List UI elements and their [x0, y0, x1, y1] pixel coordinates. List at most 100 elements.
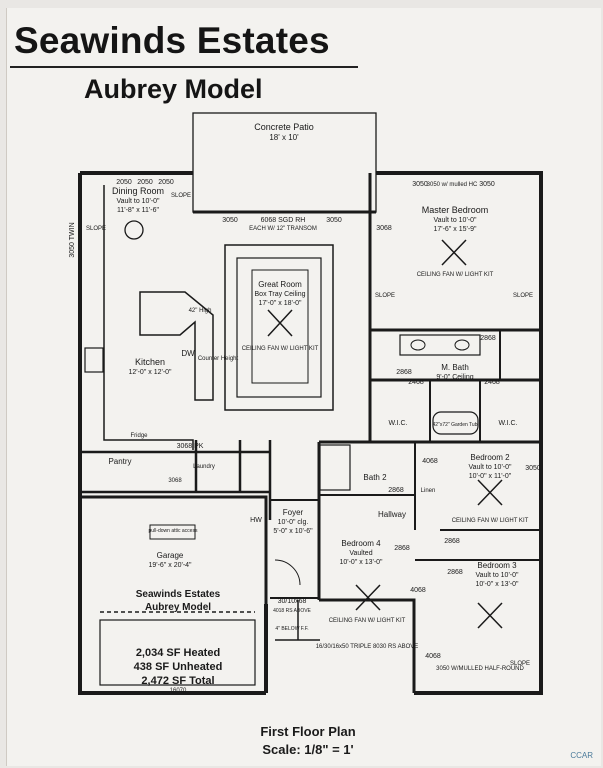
- note-2668: 2868: [388, 487, 404, 494]
- fan-icon-master: [441, 239, 467, 266]
- kitchen-label: Kitchen: [135, 357, 165, 367]
- bath-partitions: [429, 330, 501, 442]
- bed3-label: Bedroom 3: [477, 561, 517, 570]
- plan-scale: Scale: 1/8" = 1': [262, 742, 354, 757]
- model-stamp-line1: Seawinds Estates: [136, 589, 221, 600]
- page-subtitle: Aubrey Model: [84, 74, 263, 104]
- note-counter-height: Counter Height: [198, 356, 239, 362]
- note-3050-c: 3050: [525, 465, 541, 472]
- note-16070: 16070: [170, 688, 187, 694]
- note-transom: EACH W/ 12" TRANSOM: [249, 226, 317, 232]
- master-window-left: 3050: [412, 181, 428, 188]
- patio-dims: 18' x 10': [269, 133, 299, 142]
- model-stamp-line2: Aubrey Model: [145, 602, 211, 613]
- water-heater-label: HW: [250, 517, 262, 524]
- master-fan-note: CEILING FAN W/ LIGHT KIT: [417, 272, 494, 278]
- dining-label: Dining Room: [112, 186, 164, 196]
- bed3-dims: 10'-0" x 13'-0": [475, 581, 519, 588]
- sf-total: 2,472 SF Total: [141, 675, 214, 687]
- porch: [275, 600, 320, 641]
- fridge-label: Fridge: [130, 433, 148, 439]
- stove-icon: [84, 347, 104, 373]
- note-2050-c: 2050: [158, 179, 174, 186]
- counter-line: [103, 185, 194, 450]
- sink-left: [410, 339, 426, 351]
- note-rs-above: 4018 RS ABOVE: [273, 608, 311, 614]
- kitchen-dims: 12'-0" x 12'-0": [128, 369, 172, 376]
- note-42-high: 42" High: [189, 308, 212, 314]
- sf-heated: 2,034 SF Heated: [136, 647, 220, 659]
- foyer-ceiling: 10'-0" clg.: [278, 519, 309, 526]
- master-window-right: 3050: [479, 181, 495, 188]
- great-room-label: Great Room: [258, 280, 302, 289]
- plan-caption: First Floor Plan: [260, 724, 356, 739]
- mbath-label: M. Bath: [441, 363, 469, 372]
- mbath-ceiling: 9'-0" Ceiling: [436, 374, 473, 381]
- dining-dims: 11'-8" x 11'-6": [117, 207, 160, 214]
- great-fan-note: CEILING FAN W/ LIGHT KIT: [242, 346, 319, 352]
- bed2-dims: 10'-0" x 11'-0": [469, 473, 512, 480]
- dishwasher-label: DW: [181, 349, 195, 358]
- note-2468-a: 2468: [408, 379, 424, 386]
- note-3068-pk: 3068 PK: [177, 443, 204, 450]
- wic-left: W.I.C.: [388, 420, 407, 427]
- note-2868-b: 2868: [396, 369, 412, 376]
- bed4-fan-note: CEILING FAN W/ LIGHT KIT: [329, 618, 406, 624]
- fan-icon-bed4: [355, 584, 381, 611]
- note-sgd: 6068 SGD RH: [261, 217, 306, 224]
- bed4-vaulted: Vaulted: [349, 550, 372, 557]
- great-room-tray: Box Tray Ceiling: [255, 291, 306, 298]
- great-room-dims: 17'-0" x 18'-0": [258, 300, 302, 307]
- bath2-tub: [319, 444, 351, 491]
- tray-ceiling-core: [251, 269, 309, 384]
- note-2050-a: 2050: [116, 179, 132, 186]
- watermark: CCAR: [570, 751, 593, 760]
- note-4068-c: 4068: [425, 653, 441, 660]
- exterior-walls: [78, 171, 543, 695]
- area-summary-box: [99, 619, 256, 686]
- note-3068-b: 3068: [168, 478, 182, 484]
- master-dims: 17'-6" x 15'-9": [433, 226, 477, 233]
- chandelier-icon: [124, 220, 144, 240]
- sf-unheated: 438 SF Unheated: [134, 661, 223, 673]
- title-underline: [10, 66, 358, 68]
- note-3050-twin: 3050 TWIN: [69, 222, 76, 257]
- bedroom-walls: [414, 442, 540, 561]
- note-30-10x68: 30/10x68: [278, 598, 307, 605]
- bath2-label: Bath 2: [363, 473, 387, 482]
- wic-right: W.I.C.: [498, 420, 517, 427]
- note-below-ff: 4" BELOW F.F.: [275, 626, 308, 632]
- garage-dims: 19'-6" x 20'-4": [148, 562, 192, 569]
- foyer-dims: 5'-0" x 10'-6": [273, 528, 313, 535]
- attic-access-box: [149, 524, 196, 540]
- note-mulled-window: 3050 W/MULLED HALF-ROUND: [436, 666, 524, 672]
- hallway-label: Hallway: [378, 510, 406, 519]
- laundry-label: Laundry: [193, 464, 215, 470]
- dining-vault: Vault to 10'-0": [117, 198, 161, 205]
- fan-icon-great: [267, 309, 293, 337]
- tray-ceiling-inner: [236, 257, 322, 398]
- note-3050-b: 3050: [326, 217, 342, 224]
- note-triple-window: 16/30/16x50 TRIPLE 8030 RS ABOVE: [316, 644, 419, 650]
- slope-note-3: SLOPE: [375, 293, 395, 299]
- slope-note-2: SLOPE: [86, 226, 106, 232]
- master-window-mid: 3050 w/ mulled HC: [427, 182, 478, 188]
- linen-label: Linen: [421, 488, 436, 494]
- note-2868-a: 2868: [480, 335, 496, 342]
- bed4-label: Bedroom 4: [341, 539, 381, 548]
- note-4068-a: 4068: [422, 458, 438, 465]
- slope-note-4: SLOPE: [513, 293, 533, 299]
- pantry-label: Pantry: [108, 457, 131, 466]
- bed2-vault: Vault to 10'-0": [469, 464, 513, 471]
- master-vanity: [399, 334, 481, 356]
- sink-right: [454, 339, 470, 351]
- note-3050-a: 3050: [222, 217, 238, 224]
- page-title: Seawinds Estates: [14, 20, 330, 61]
- note-2868-c: 2868: [444, 538, 460, 545]
- foyer-label: Foyer: [283, 508, 304, 517]
- garden-tub-label: 42"x72" Garden Tub: [433, 422, 478, 428]
- bed4-dims: 10'-0" x 13'-0": [339, 559, 383, 566]
- bed2-label: Bedroom 2: [470, 453, 510, 462]
- note-3068-a: 3068: [376, 225, 392, 232]
